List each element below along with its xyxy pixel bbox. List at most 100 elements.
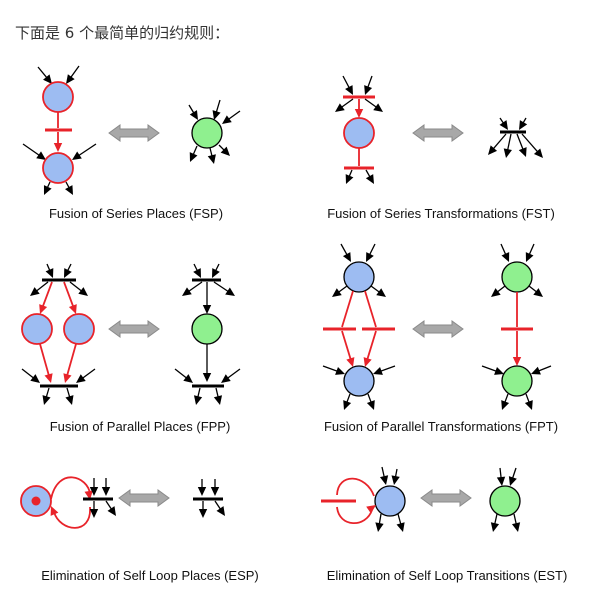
arc-34: [492, 133, 507, 151]
arc-59-head: [225, 287, 235, 296]
arc-58: [187, 281, 203, 293]
arc-107-head: [89, 509, 99, 518]
arc-32-head: [519, 120, 528, 130]
arc-70-head: [366, 252, 374, 262]
rewrite-double-arrow-109: [118, 489, 170, 507]
arc-115-head: [379, 475, 389, 485]
highlighted-arc-43-head: [39, 304, 48, 314]
arc-29-head: [365, 174, 374, 184]
place-node-62: [191, 313, 223, 345]
rewrite-double-arrow-30: [412, 124, 464, 142]
arc-83-head: [343, 400, 352, 410]
arc-87-head: [525, 252, 534, 262]
rewrite-double-arrow-124: [420, 489, 472, 507]
self-loop-arc-head-101: [84, 490, 93, 500]
arc-7: [77, 143, 97, 157]
arc-129-head: [511, 522, 521, 532]
arc-108-head: [107, 506, 116, 516]
self-loop-arc-122: [336, 506, 373, 524]
arc-38-head: [45, 268, 54, 278]
highlighted-arc-74: [341, 290, 354, 328]
arc-13-head: [212, 110, 221, 120]
arc-128-head: [490, 522, 500, 532]
arc-68-head: [213, 395, 223, 405]
place-node-82: [343, 365, 375, 397]
caption-fpt: Fusion of Parallel Transformations (FPT): [323, 419, 559, 434]
arc-41: [35, 281, 49, 293]
highlighted-arc-48-head: [63, 373, 72, 383]
caption-fpp: Fusion of Parallel Places (FPP): [49, 419, 231, 434]
place-node-25: [343, 117, 375, 149]
arc-6-head: [36, 151, 46, 160]
arc-84-head: [366, 400, 375, 410]
self-loop-arc-head-123: [366, 505, 376, 514]
arc-105-head: [101, 487, 111, 496]
arc-63-head: [202, 373, 212, 382]
place-node-127: [489, 485, 521, 517]
caption-fsp: Fusion of Series Places (FSP): [48, 206, 224, 221]
arc-65-head: [221, 374, 231, 383]
highlighted-arc-47: [39, 343, 50, 377]
arc-9-head: [43, 185, 52, 195]
caption-est: Elimination of Self Loop Transitions (ES…: [326, 568, 568, 583]
place-node-96: [501, 365, 533, 397]
arc-23: [364, 98, 378, 109]
arc-67-head: [193, 395, 203, 405]
arc-22-head: [335, 103, 345, 112]
arc-70: [368, 243, 376, 257]
place-node-117: [374, 485, 406, 517]
arc-13: [215, 99, 221, 114]
token-dot: [31, 496, 41, 506]
arc-1-head: [66, 74, 75, 84]
highlighted-arc-48: [66, 343, 77, 377]
arc-89-head: [491, 288, 501, 297]
self-loop-arc-head-103: [50, 506, 59, 516]
arc-31-head: [499, 120, 508, 130]
arc-73-head: [376, 288, 386, 297]
arc-22: [340, 98, 354, 109]
highlighted-arc-24-head: [354, 109, 364, 118]
arc-6: [22, 143, 41, 157]
arc-39-head: [64, 268, 72, 278]
arc-14: [227, 110, 241, 121]
arc-69-head: [342, 252, 351, 262]
arc-49-head: [30, 374, 40, 383]
place-node-46: [63, 313, 95, 345]
arc-19: [342, 75, 351, 90]
arc-69: [340, 243, 349, 257]
arc-111-head: [210, 487, 220, 496]
arc-16-head: [189, 152, 198, 162]
arc-head-61: [202, 305, 212, 314]
arc-10-head: [65, 185, 73, 195]
arc-118-head: [375, 522, 384, 532]
arc-20-head: [364, 85, 373, 95]
arc-90-head: [533, 288, 543, 297]
arc-81-head: [373, 366, 383, 375]
rewrite-double-arrow-11: [108, 124, 160, 142]
highlighted-arc-5-head: [53, 143, 63, 152]
arc-94: [481, 365, 498, 373]
arc-80: [322, 365, 339, 373]
arc-35-head: [503, 148, 512, 158]
place-node-45: [21, 313, 53, 345]
caption-fst: Fusion of Series Transformations (FST): [327, 206, 555, 221]
place-node-88: [501, 261, 533, 293]
place-node-2: [42, 81, 74, 113]
caption-esp: Elimination of Self Loop Places (ESP): [41, 568, 259, 583]
arc-50: [81, 368, 96, 380]
arc-113-head: [198, 509, 208, 518]
rewrite-double-arrow-85: [412, 320, 464, 338]
arc-81: [379, 365, 396, 373]
arc-42: [69, 281, 83, 293]
highlighted-arc-75: [364, 290, 377, 328]
highlighted-arc-43: [41, 281, 53, 308]
arc-65: [226, 368, 241, 380]
arc-28-head: [345, 174, 354, 184]
self-loop-arc-102: [53, 506, 91, 529]
self-loop-arc-121: [336, 477, 375, 497]
arc-56-head: [212, 268, 220, 278]
arc-64: [174, 368, 188, 380]
arc-87: [528, 243, 535, 256]
arc-36: [516, 133, 525, 151]
highlighted-arc-78: [341, 330, 352, 361]
